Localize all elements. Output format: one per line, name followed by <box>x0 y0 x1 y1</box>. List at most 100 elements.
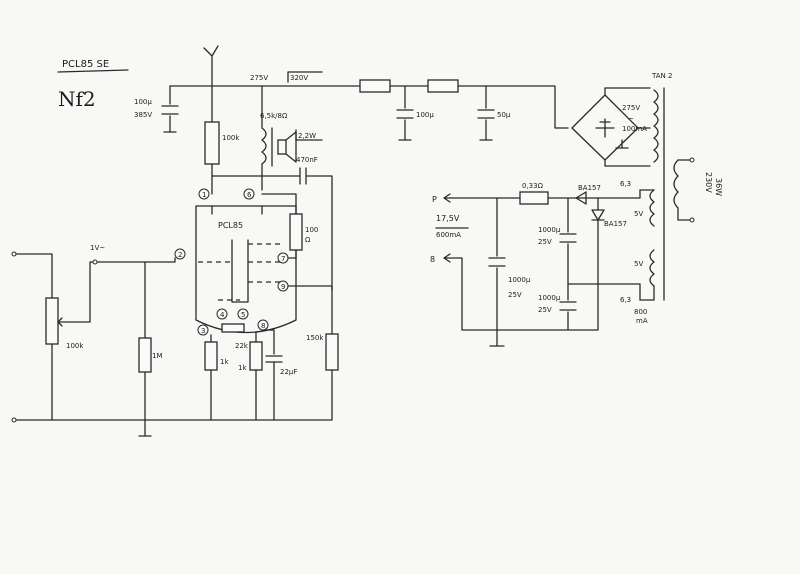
tube-name: PCL85 <box>218 221 243 230</box>
diode1-label: BA157 <box>578 184 601 192</box>
pot-ground-lead <box>15 343 53 421</box>
speaker-cone <box>285 131 297 163</box>
tap-label-3: 5V <box>634 260 643 268</box>
lv-cap-2-voltage: 25V <box>538 238 552 246</box>
lv-cap-3-value: 1000µ <box>538 294 561 302</box>
grid-stopper-resistor <box>289 213 303 251</box>
primary-voltage: 230V <box>704 172 713 193</box>
pin-2-label: 2 <box>178 251 182 259</box>
tap-label-2: 5V <box>634 210 643 218</box>
diode2 <box>591 209 605 221</box>
primary-leads <box>677 159 691 221</box>
lv-cap-1-value: 1000µ <box>508 276 531 284</box>
output-transformer-primary <box>261 85 267 191</box>
pin-6-circle <box>243 188 255 200</box>
lv-cap-3-voltage: 25V <box>538 306 552 314</box>
grid-resistor <box>138 337 152 373</box>
diode2-label: BA157 <box>604 220 627 228</box>
pentode-cathode-resistor <box>249 341 263 371</box>
cathode-bypass-cap <box>265 329 283 381</box>
tap-label-4: 6,3 <box>620 296 631 304</box>
hv-winding-current: 100mA <box>622 125 647 133</box>
title-line2: Nf2 <box>58 87 96 111</box>
pot-wiper <box>57 261 96 327</box>
triode-plate-resistor-value: 100k <box>222 134 240 142</box>
pin-1-circle <box>198 188 210 200</box>
transformer-lv-windings <box>649 189 655 287</box>
pin-7-label: 7 <box>281 255 285 263</box>
pin-5-circle <box>237 308 249 320</box>
lv-series-resistor <box>519 191 549 205</box>
lv-cap-1-voltage: 25V <box>508 291 522 299</box>
bulk-capacitor <box>161 85 179 133</box>
pentode-grid-resistor <box>325 333 339 371</box>
lv-current: 600mA <box>436 231 461 239</box>
pentode-grid-resistor-value: 150k <box>306 334 324 342</box>
tube-grids <box>198 243 282 301</box>
triode-plate-resistor <box>204 121 220 165</box>
rail-resistor-2 <box>427 79 459 93</box>
volume-pot <box>45 297 59 345</box>
lv-voltage: 17,5V <box>436 214 460 223</box>
lv-rail <box>451 191 587 205</box>
title-underline <box>57 69 129 73</box>
transformer-primary <box>673 159 679 209</box>
tube-envelope <box>195 205 297 334</box>
hv-winding-ac: ~ <box>628 115 634 123</box>
tube-electrodes <box>211 205 263 303</box>
transformer-name: TAN 2 <box>651 72 672 80</box>
lv-cap-2-value: 1000µ <box>538 226 561 234</box>
primary-terminal-1 <box>689 157 695 163</box>
pin-3-label: 3 <box>201 327 205 335</box>
cathode-bypass-value: 22µF <box>280 368 297 376</box>
grid-stopper-unit: Ω <box>305 236 311 244</box>
pin-6-label: 6 <box>247 191 252 199</box>
grid-resistor-value: 1M <box>152 352 163 360</box>
bridge-ground <box>615 139 629 149</box>
primary-terminal-2 <box>689 217 695 223</box>
coupling-capacitor <box>211 167 333 291</box>
pin-2-circle <box>174 248 186 260</box>
hv-winding-voltage: 275V <box>622 104 640 112</box>
input-lead <box>15 253 53 299</box>
bplus-voltage: 275V <box>250 74 268 82</box>
pin-8-label: 8 <box>261 322 265 330</box>
pentode-grid-lead <box>287 285 333 335</box>
diode1-lead <box>585 189 641 199</box>
bplus-voltage-alt: 320V <box>290 74 308 82</box>
cathode-link-resistor-value: 22k <box>235 342 249 350</box>
tap-label-1: 6,3 <box>620 180 631 188</box>
transformer-hv-winding <box>653 89 659 163</box>
pentode-cathode-resistor-value: 1k <box>238 364 247 372</box>
lv-winding-leads <box>639 189 655 301</box>
lv-rail-label: P <box>432 195 437 204</box>
rail-out-arrow <box>443 193 451 203</box>
filter-cap-1 <box>396 85 414 141</box>
triode-cathode-resistor <box>204 341 218 371</box>
primary-power: 36W <box>714 178 723 196</box>
bridge-connections <box>604 87 651 167</box>
pin-5-label: 5 <box>241 311 245 319</box>
pin-4-label: 4 <box>220 311 225 319</box>
pin-1-label: 1 <box>202 191 206 199</box>
lv-gnd-label: 8 <box>430 255 435 264</box>
pot-value: 100k <box>66 342 84 350</box>
filter-cap-1-value: 100µ <box>416 111 434 119</box>
bulk-cap-voltage: 385V <box>134 111 152 119</box>
lv-cap-1 <box>488 197 506 347</box>
grid-input-lead <box>96 257 176 263</box>
bplus-rail <box>169 85 569 129</box>
cathode-link-resistor <box>221 323 245 333</box>
filter-cap-2-value: 50µ <box>497 111 511 119</box>
bulk-cap-value: 100µ <box>134 98 152 106</box>
grid-stopper-lower <box>287 249 297 259</box>
lv-current-value: 800 <box>634 308 647 316</box>
pin-3-circle <box>197 324 209 336</box>
grid-stopper-lead <box>261 193 297 215</box>
filter-cap-2 <box>477 85 495 141</box>
input-level: 1V~ <box>90 244 105 252</box>
lv-current-unit: mA <box>636 317 648 325</box>
lv-series-resistor-value: 0,33Ω <box>522 182 544 190</box>
